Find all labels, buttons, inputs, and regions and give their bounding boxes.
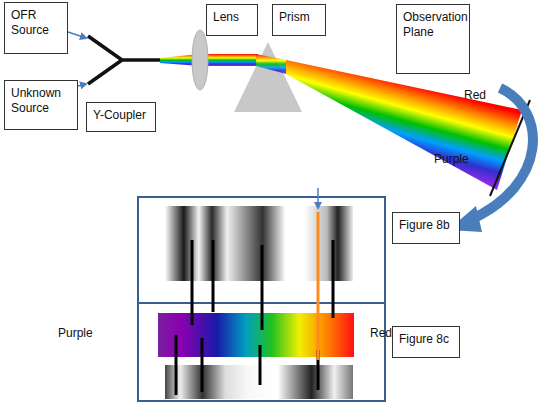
node-text: Prism [279,10,319,25]
figure-box: Figure 8c [392,326,460,358]
source-box: OFR Source [4,2,68,54]
node-text: Y-Coupler [93,108,149,123]
dispersed-beam [286,60,522,190]
label-box: Observation Plane [396,4,470,74]
label-box: Lens [206,4,258,36]
reference-line [317,212,320,360]
curved-arrow [470,88,533,220]
node-text: OFR Source [11,8,61,38]
figure-box: Figure 8b [392,212,460,244]
colour-label: Red [368,326,394,340]
y-coupler [88,36,170,84]
node-text: Observation Plane [403,10,463,40]
label-box: Prism [272,4,326,36]
light-beam [256,54,286,74]
spectral-lines [176,240,333,395]
pointer-arrow [317,188,319,208]
colour-label: Purple [56,326,95,340]
node-text: Figure 8b [399,218,453,233]
node-text: Unknown Source [11,86,71,116]
colour-label: Red [462,88,488,102]
lens [192,30,208,90]
node-text: Lens [213,10,251,25]
node-text: Figure 8c [399,332,453,347]
colour-label: Purple [432,152,471,166]
spectrum-band [158,313,354,357]
source-box: Unknown Source [4,80,78,130]
light-beam [200,54,258,66]
label-box: Y-Coupler [86,102,156,132]
